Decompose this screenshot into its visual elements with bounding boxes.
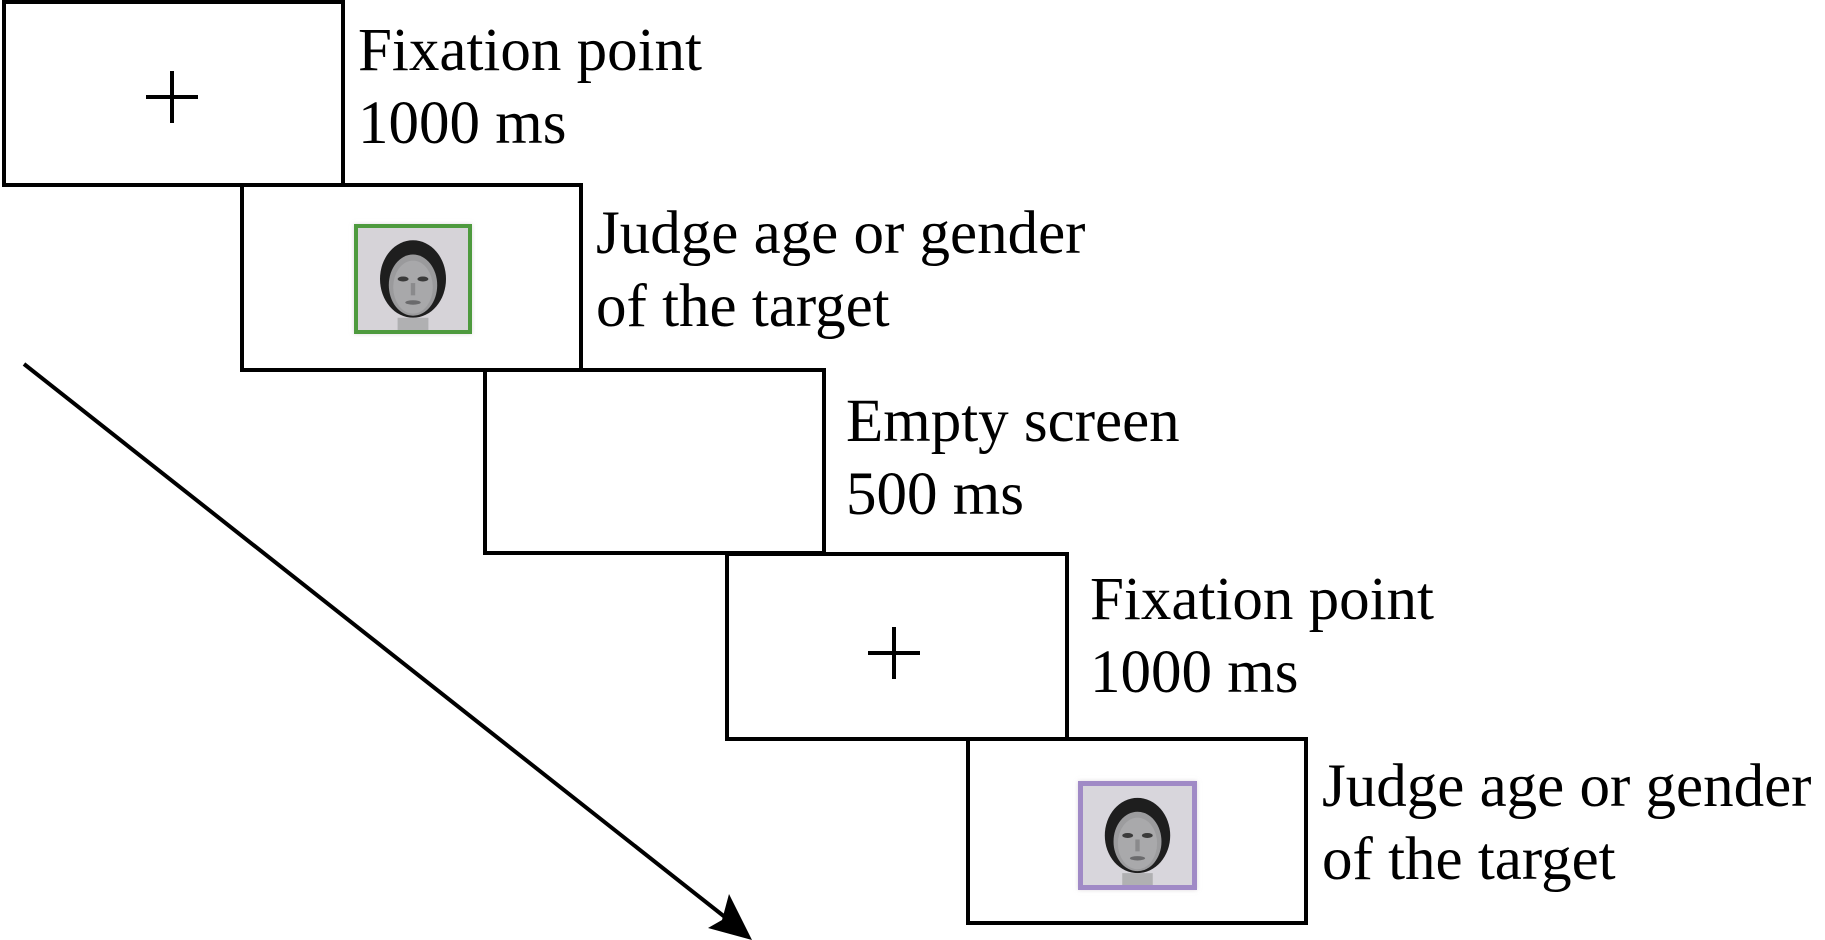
caption-instruction: of the target — [1322, 826, 1616, 893]
caption-duration: 1000 ms — [358, 90, 567, 157]
caption-title: Judge age or gender — [596, 200, 1086, 267]
time-arrow-shaft — [22, 362, 737, 927]
face-portrait-icon — [1083, 786, 1192, 885]
caption-title: Fixation point — [358, 17, 702, 84]
fixation-cross-icon — [868, 627, 920, 679]
time-arrow-head — [708, 894, 752, 940]
caption-duration: 1000 ms — [1090, 639, 1299, 706]
caption-duration: 500 ms — [846, 461, 1024, 528]
caption-title: Empty screen — [846, 388, 1180, 455]
face-portrait-icon — [358, 228, 468, 330]
fixation-cross-icon — [146, 71, 198, 123]
screen-empty — [483, 368, 826, 555]
caption-target-1: Judge age or gender of the target — [596, 197, 1086, 343]
face-image-green — [354, 224, 472, 334]
caption-fixation-2: Fixation point 1000 ms — [1090, 563, 1434, 709]
caption-empty: Empty screen 500 ms — [846, 385, 1180, 531]
face-image-purple — [1078, 781, 1197, 890]
caption-target-2: Judge age or gender of the target — [1322, 750, 1812, 896]
caption-title: Fixation point — [1090, 566, 1434, 633]
caption-fixation-1: Fixation point 1000 ms — [358, 14, 702, 160]
screen-fixation-2 — [725, 552, 1069, 741]
caption-title: Judge age or gender — [1322, 753, 1812, 820]
caption-instruction: of the target — [596, 273, 890, 340]
